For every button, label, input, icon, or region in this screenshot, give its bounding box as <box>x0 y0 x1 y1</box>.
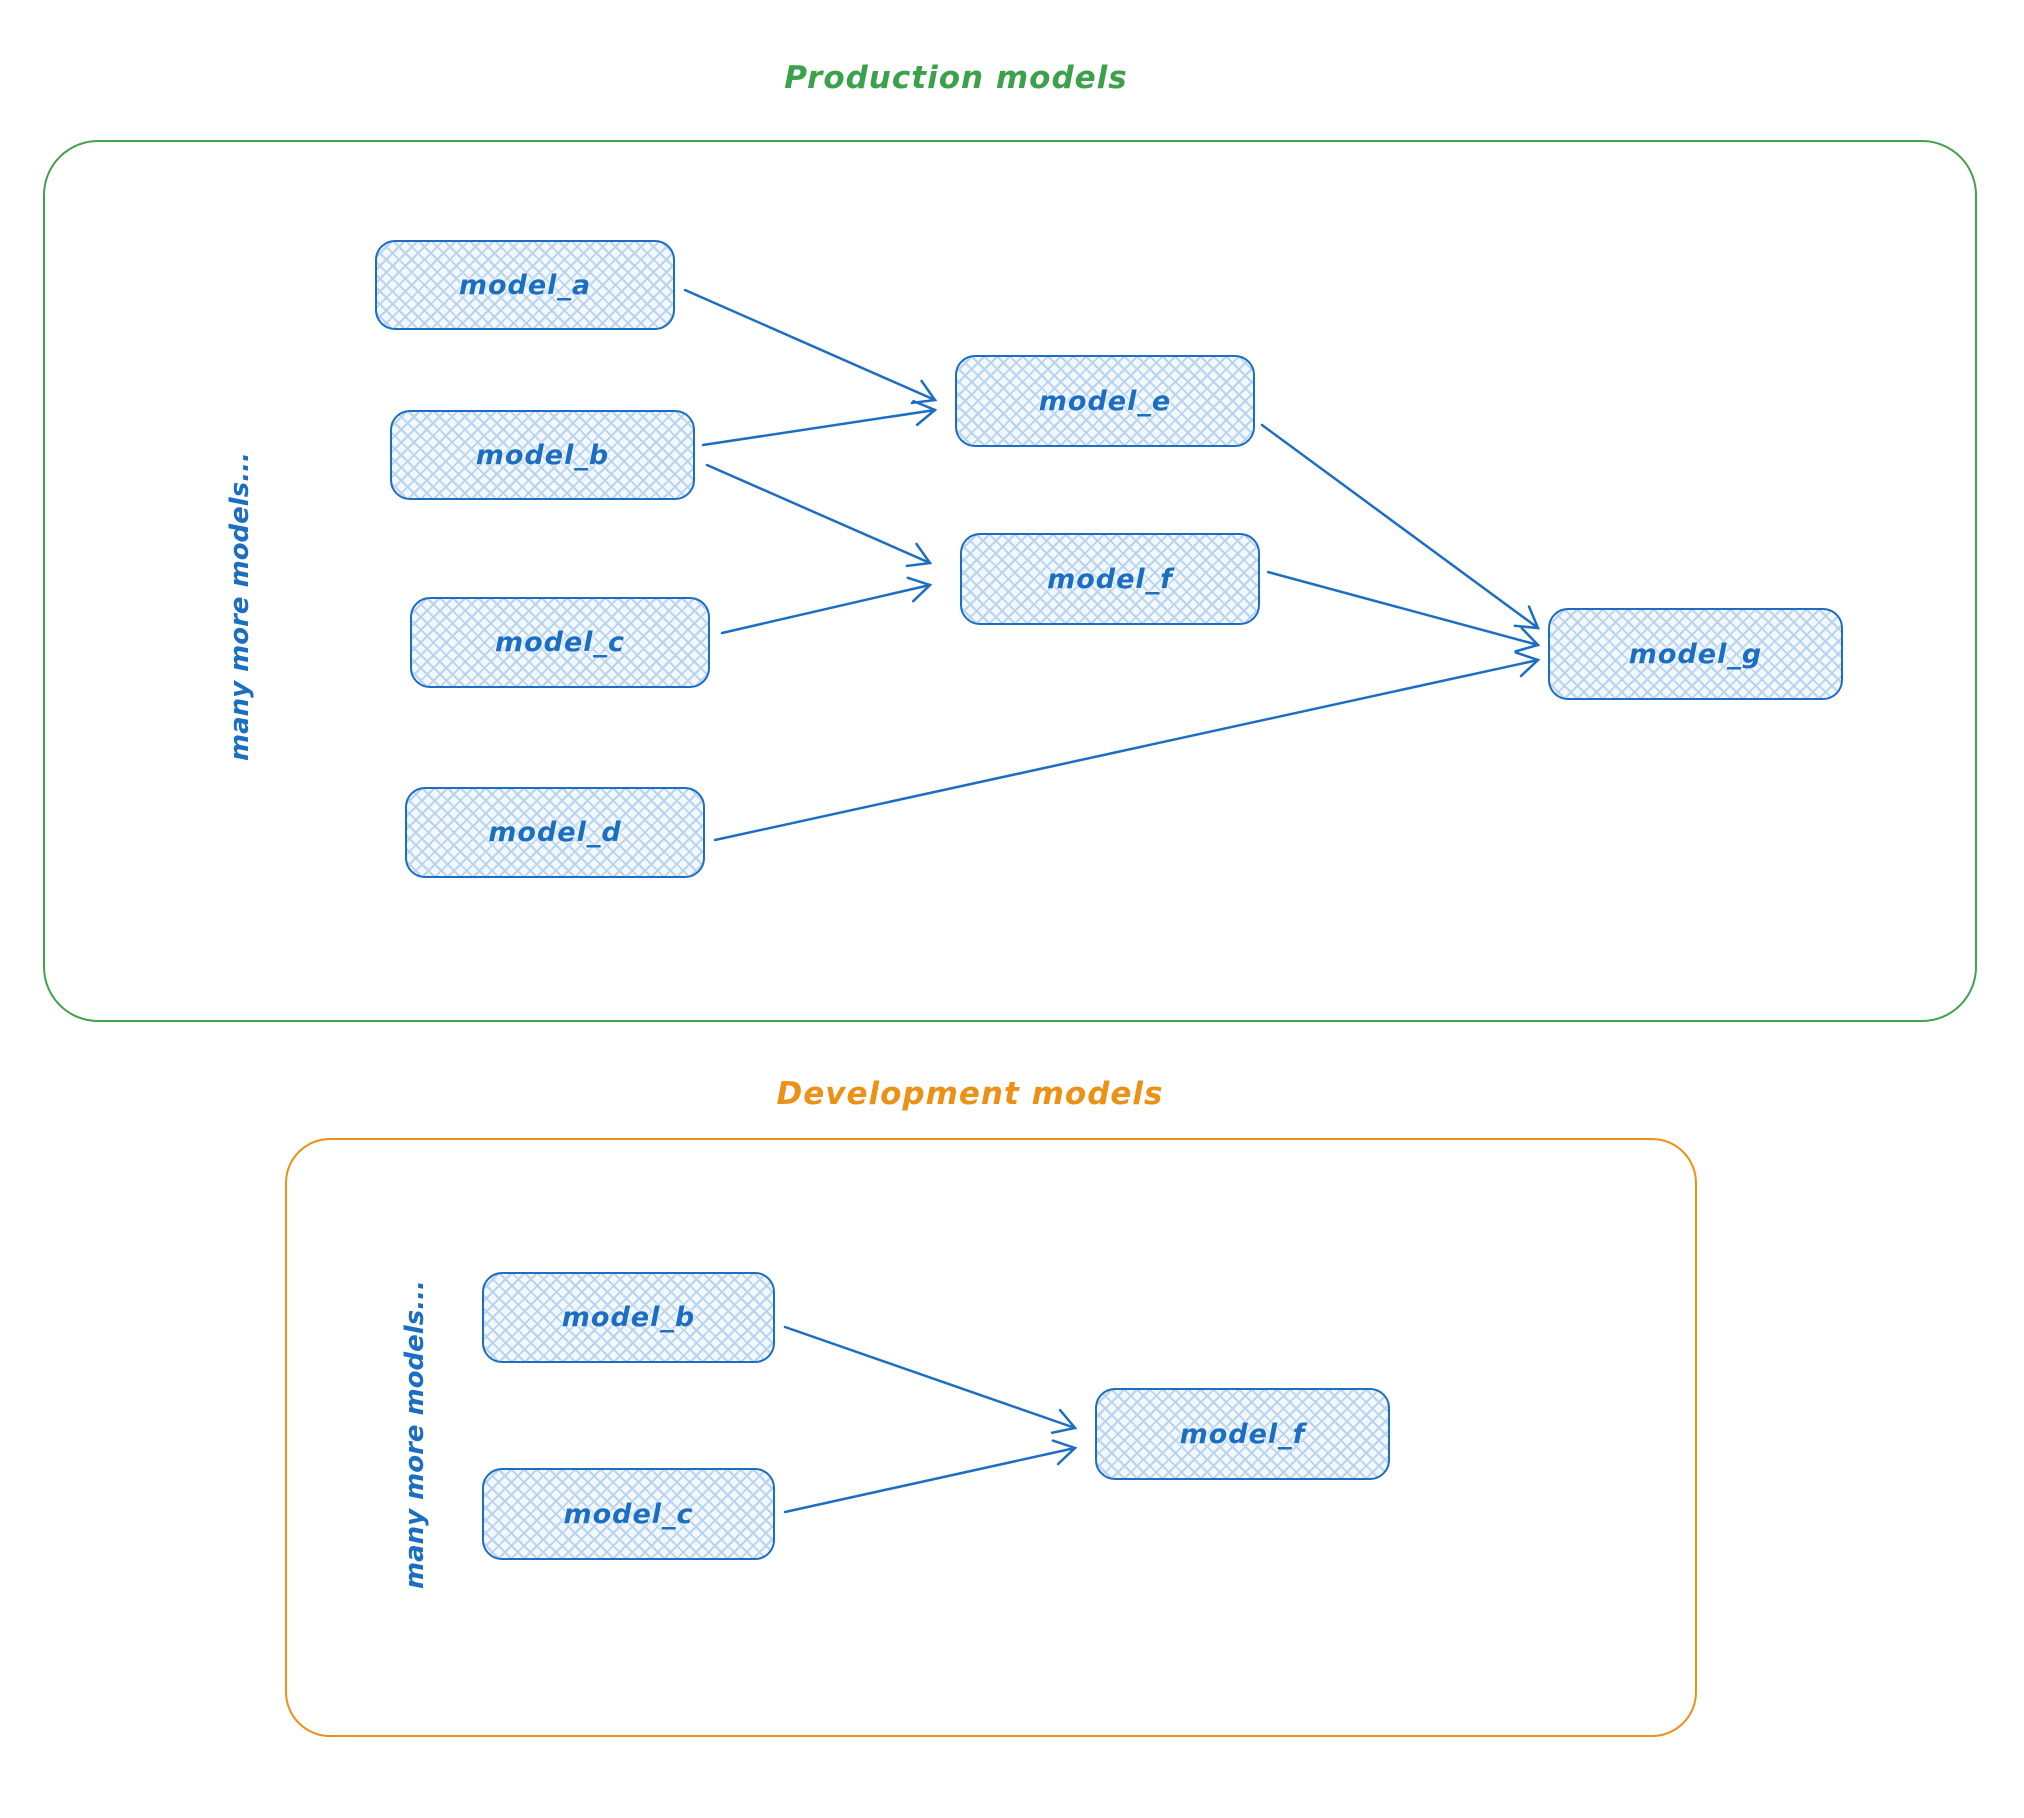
node-model-f[interactable]: model_f <box>960 533 1260 625</box>
node-model-c[interactable]: model_c <box>410 597 710 688</box>
production-side-label: many more models... <box>225 452 255 761</box>
node-dev-model-c-label: model_c <box>563 1498 694 1530</box>
node-dev-model-f-label: model_f <box>1179 1418 1306 1450</box>
development-group-box <box>285 1138 1697 1737</box>
node-model-d-label: model_d <box>488 817 622 848</box>
node-dev-model-f[interactable]: model_f <box>1095 1388 1390 1480</box>
node-model-e-label: model_e <box>1038 385 1172 417</box>
node-model-d[interactable]: model_d <box>405 787 705 878</box>
node-dev-model-b[interactable]: model_b <box>482 1272 775 1363</box>
node-model-a-label: model_a <box>458 269 592 301</box>
node-dev-model-b-label: model_b <box>561 1302 696 1333</box>
node-model-e[interactable]: model_e <box>955 355 1255 447</box>
node-model-g-label: model_g <box>1628 638 1763 670</box>
node-model-c-label: model_c <box>494 627 626 658</box>
development-side-label: many more models... <box>400 1280 430 1589</box>
production-group-box <box>43 140 1977 1022</box>
node-model-b[interactable]: model_b <box>390 410 695 500</box>
production-section-title: Production models <box>784 60 1128 96</box>
node-dev-model-c[interactable]: model_c <box>482 1468 775 1560</box>
node-model-f-label: model_f <box>1047 563 1173 595</box>
node-model-g[interactable]: model_g <box>1548 608 1843 700</box>
node-model-b-label: model_b <box>475 439 610 471</box>
node-model-a[interactable]: model_a <box>375 240 675 330</box>
development-section-title: Development models <box>776 1076 1164 1112</box>
